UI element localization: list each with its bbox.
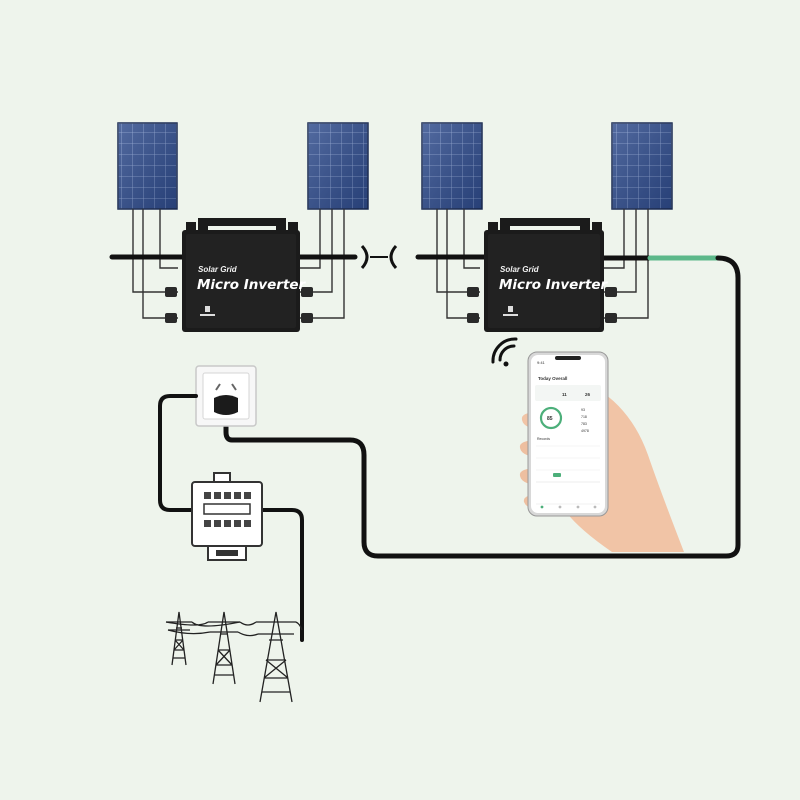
micro-inverter-right: Solar Grid Micro Inverter — [484, 218, 609, 332]
inverter-right-brand: Solar Grid — [500, 265, 540, 274]
cable-break-symbol — [360, 244, 398, 270]
inverter-left-brand: Solar Grid — [198, 265, 238, 274]
ac-trunk-cable — [109, 254, 741, 559]
phone-time: 9:41 — [537, 360, 546, 365]
phone-tab: Records — [537, 437, 550, 441]
phone-readout-1: 93 — [581, 408, 585, 412]
phone-gauge: 85 — [547, 416, 553, 422]
phone-stat-b: 26 — [585, 392, 591, 397]
phone-readout-3: 783 — [581, 422, 587, 426]
power-tower-icon — [165, 611, 303, 703]
wall-socket-icon — [195, 365, 257, 427]
solar-panel-1 — [117, 122, 178, 210]
phone-readout-2: 718 — [581, 415, 587, 419]
phone-stat-a: 11 — [562, 392, 567, 397]
inverter-left-model: Micro Inverter — [197, 277, 307, 293]
inverter-right-model: Micro Inverter — [499, 277, 609, 293]
phone-readout-4: 4978 — [581, 429, 589, 433]
phone-header: Today Overall — [538, 376, 567, 381]
micro-inverter-left: Solar Grid Micro Inverter — [182, 218, 307, 332]
electric-meter-icon — [191, 472, 263, 561]
house-cables — [158, 394, 304, 642]
dc-wires — [132, 209, 649, 319]
solar-panel-3 — [421, 122, 483, 210]
smartphone-icon: 9:41 Today Overall 11 26 85 93 718 783 4… — [527, 351, 609, 517]
dc-connectors — [165, 287, 617, 323]
wifi-icon — [491, 337, 518, 367]
solar-panel-4 — [611, 122, 673, 210]
solar-panel-2 — [307, 122, 369, 210]
